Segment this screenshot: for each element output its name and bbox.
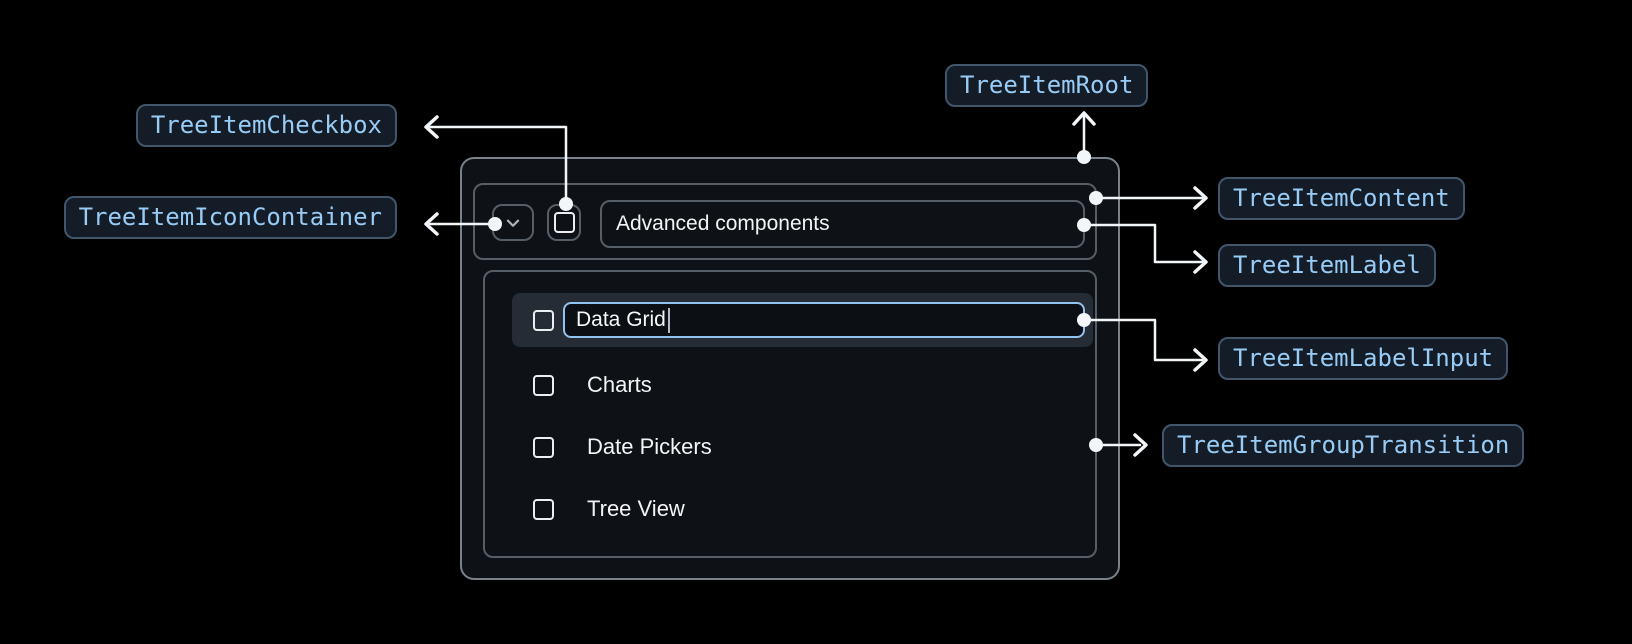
- checkbox-unchecked-icon[interactable]: [533, 309, 554, 331]
- tree-item-label-box: Advanced components: [600, 200, 1085, 248]
- badge-tree-item-label: TreeItemLabel: [1218, 244, 1436, 287]
- badge-tree-item-content: TreeItemContent: [1218, 177, 1465, 220]
- tree-item-content-box[interactable]: [473, 183, 1097, 260]
- tree-row[interactable]: Date Pickers: [512, 420, 1093, 474]
- arrowhead-right: [1133, 433, 1148, 457]
- chevron-down-icon: [502, 212, 524, 234]
- badge-tree-item-group-transition: TreeItemGroupTransition: [1162, 424, 1525, 467]
- badge-tree-item-icon-container: TreeItemIconContainer: [63, 196, 397, 239]
- text-cursor: [667, 307, 670, 333]
- arrowhead-left: [424, 115, 439, 139]
- arrowhead-right: [1193, 186, 1208, 210]
- tree-row-label[interactable]: Charts: [587, 372, 652, 397]
- tree-item-group-box: [483, 270, 1097, 558]
- tree-item-root-box: [460, 157, 1120, 580]
- badge-tree-item-root: TreeItemRoot: [945, 64, 1149, 107]
- tree-item-checkbox-box[interactable]: [547, 204, 581, 241]
- arrowhead-right: [1193, 348, 1208, 372]
- checkbox-unchecked-icon: [553, 212, 575, 233]
- checkbox-unchecked-icon[interactable]: [533, 374, 554, 396]
- tree-row-editing[interactable]: Data Grid: [512, 293, 1093, 347]
- tree-row-label[interactable]: Date Pickers: [587, 434, 712, 459]
- tree-item-label-input-field[interactable]: Data Grid: [563, 302, 1085, 338]
- badge-tree-item-checkbox: TreeItemCheckbox: [135, 104, 397, 147]
- badge-tree-item-label-input: TreeItemLabelInput: [1218, 337, 1509, 380]
- arrowhead-left: [424, 212, 439, 236]
- tree-row[interactable]: Tree View: [512, 482, 1093, 536]
- arrowhead-right: [1193, 250, 1208, 274]
- label-input-value: Data Grid: [576, 308, 666, 331]
- tree-item-label-text: Advanced components: [616, 212, 830, 235]
- tree-row-label[interactable]: Tree View: [587, 496, 685, 521]
- tree-item-icon-container-box[interactable]: [492, 204, 534, 241]
- checkbox-unchecked-icon[interactable]: [533, 436, 554, 458]
- arrowhead-up: [1072, 111, 1096, 126]
- tree-row[interactable]: Charts: [512, 358, 1093, 412]
- checkbox-unchecked-icon[interactable]: [533, 498, 554, 520]
